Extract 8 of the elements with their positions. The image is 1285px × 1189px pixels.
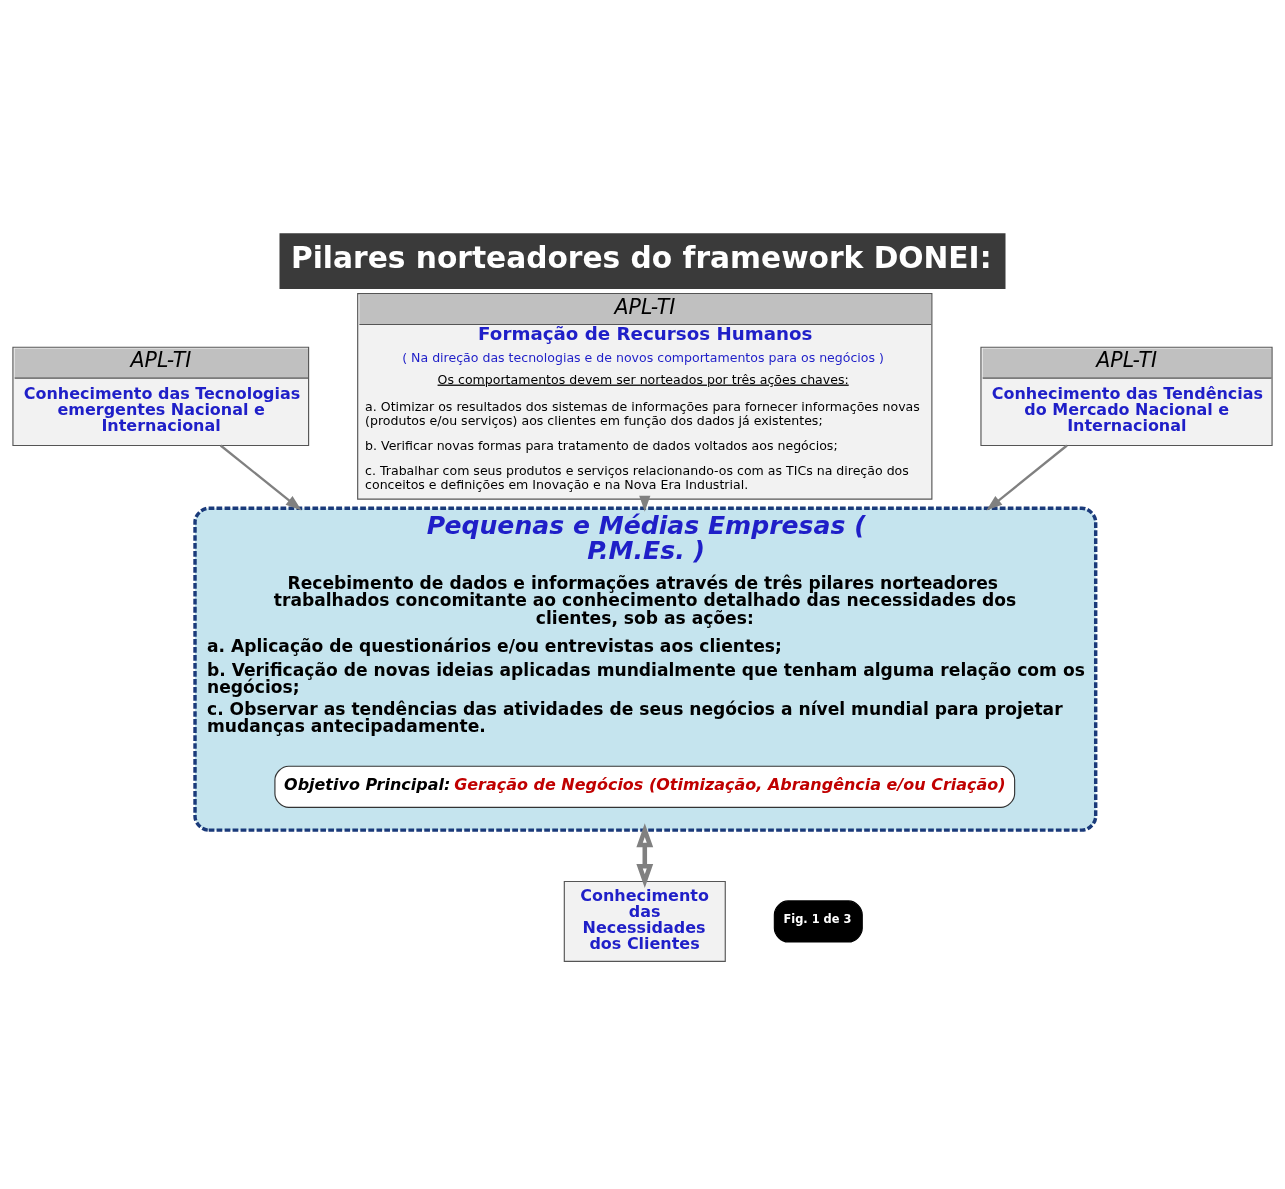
node-box: Objetivo Principal: Geração de Negócios (Otimização, Abrangência e/ou Criação) bbox=[274, 765, 1016, 808]
arrow bbox=[219, 444, 302, 510]
diagram-title: Pilares norteadores do framework DONEI: bbox=[290, 239, 992, 275]
node-box: Fig. 1 de 3 bbox=[773, 899, 863, 943]
node-box: Conhecimento das Necessidades dos Clientes bbox=[563, 880, 726, 962]
arrow bbox=[986, 444, 1068, 510]
arrow bbox=[636, 822, 654, 888]
arrow bbox=[639, 495, 651, 512]
